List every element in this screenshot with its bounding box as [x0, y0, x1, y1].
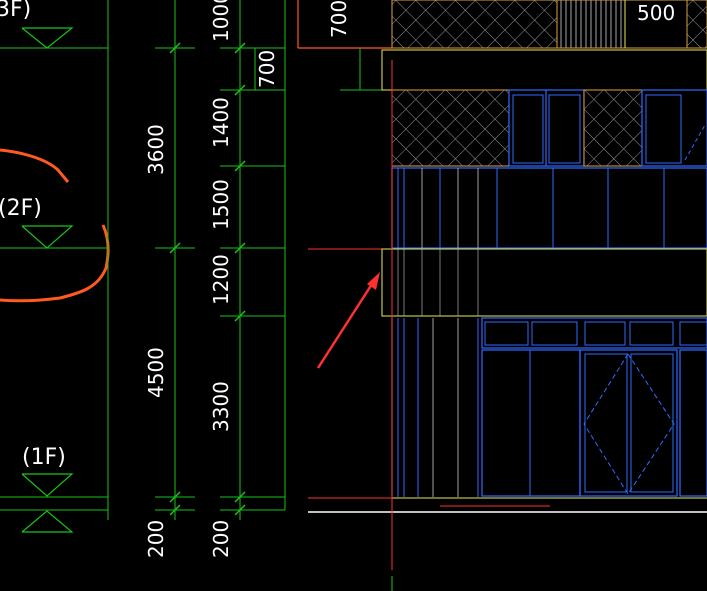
level-label-1f: (1F) [22, 445, 66, 470]
dimension-700-small: 700 [254, 48, 279, 90]
dim-inner-3300: 3300 [209, 381, 233, 432]
top-slab [381, 49, 707, 91]
upper-facade: 700 500 [297, 0, 707, 91]
dim-inner-1200: 1200 [209, 254, 233, 305]
orange-markup-curve-lower [0, 224, 110, 303]
level-marker-3f: 3F) [0, 0, 108, 49]
level-label-3f: 3F) [0, 0, 31, 22]
ground-floor-storefront [391, 317, 707, 497]
dim-inner-1400: 1400 [209, 97, 233, 148]
dim-outer-200: 200 [144, 520, 168, 558]
upper-700-label: 700 [327, 0, 351, 38]
level-label-2f: (2F) [0, 196, 42, 221]
level-marker-1f: (1F) [0, 445, 108, 533]
dimension-chain-outer: 3600 4500 200 [107, 0, 195, 558]
dimension-chain-inner: 1000 1400 1500 1200 3300 200 [209, 0, 286, 558]
red-arrow [316, 272, 380, 369]
dim-outer-3600: 3600 [144, 124, 168, 175]
beam-band [381, 248, 707, 317]
dim-outer-4500: 4500 [144, 347, 168, 398]
level-marker-2f: (2F) [0, 196, 108, 249]
second-floor-glazing [391, 167, 707, 249]
dim-inner-700: 700 [255, 50, 279, 88]
dim-inner-200: 200 [209, 520, 233, 558]
second-floor-windows [391, 89, 707, 167]
upper-500-label: 500 [637, 1, 675, 25]
dim-inner-1500: 1500 [209, 179, 233, 230]
dim-inner-1000: 1000 [209, 0, 233, 42]
orange-markup-curve-upper [0, 148, 70, 183]
